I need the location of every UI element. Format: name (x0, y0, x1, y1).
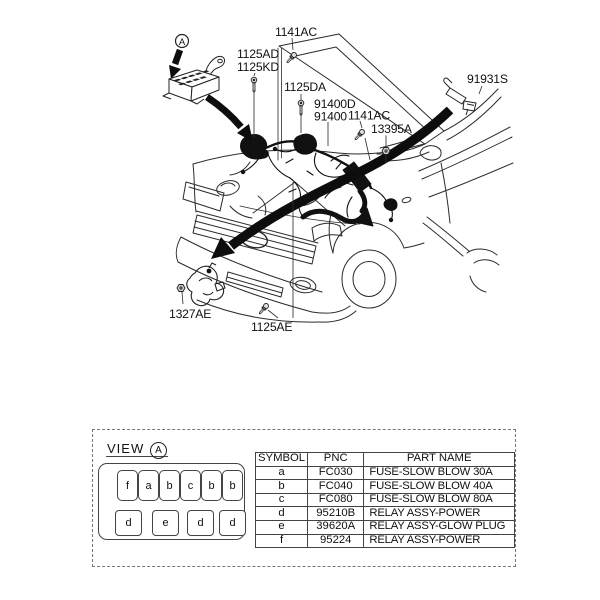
callout-labels: A 1141AC 1125AD 1125KD 1125DA 91400D 914… (169, 25, 508, 334)
symbol-cell: f (254, 533, 309, 549)
symbol-cell: d (254, 506, 309, 521)
fuse-slots (173, 70, 210, 86)
fuse-cell: b (159, 470, 180, 501)
vehicle-diagram: A 1141AC 1125AD 1125KD 1125DA 91400D 914… (162, 25, 514, 334)
bolt-1141ac-top-icon (286, 52, 297, 64)
symbol-cell: c (254, 492, 309, 508)
hood-prop-rod (277, 47, 282, 161)
callout-1125kd: 1125KD (237, 60, 279, 74)
view-title-underline (106, 456, 168, 457)
col-part-name: PART NAME (363, 452, 515, 467)
fasteners (176, 52, 391, 315)
fusebox-bracket-arm (204, 55, 225, 81)
callout-1327ae: 1327AE (169, 307, 211, 321)
bolt-1125da-icon (297, 99, 305, 117)
fuse-cell: a (138, 470, 159, 501)
callout-91931s: 91931S (467, 72, 508, 86)
ref-a-circle (174, 33, 190, 49)
harness-connector-blob (293, 133, 317, 155)
wiring-harness-art (240, 133, 398, 227)
front-wheel (341, 249, 397, 309)
callout-13395a: 13395A (371, 122, 413, 136)
strut-tower (216, 180, 240, 196)
part-name-cell: FUSE-SLOW BLOW 40A (363, 479, 515, 494)
fuse-cell: c (180, 470, 201, 501)
table-row: a FC030 FUSE-SLOW BLOW 30A (254, 465, 515, 481)
part-name-cell: RELAY ASSY-POWER (363, 533, 515, 549)
relay-cell: d (115, 510, 142, 536)
view-title: VIEW (107, 441, 145, 456)
table-row: e 39620A RELAY ASSY-GLOW PLUG (254, 519, 515, 535)
leader-lines (181, 37, 483, 319)
callout-91400d: 91400D (314, 97, 356, 111)
part-name-cell: RELAY ASSY-POWER (363, 506, 515, 521)
table-header-row: SYMBOL PNC PART NAME (254, 452, 515, 467)
callout-1125ae: 1125AE (251, 320, 292, 334)
side-mirror (419, 145, 442, 161)
table-row: c FC080 FUSE-SLOW BLOW 80A (254, 492, 515, 508)
door-handle (401, 196, 412, 204)
nut-1327ae-icon (176, 284, 186, 292)
part-name-cell: FUSE-SLOW BLOW 80A (363, 492, 515, 508)
bumper (180, 236, 323, 293)
pnc-cell: FC030 (307, 465, 365, 481)
fuse-panel-view: f a b c b b d e d d (98, 463, 246, 540)
bracket-part-art (443, 77, 477, 116)
relay-cell: d (187, 510, 214, 536)
ref-a-letter: A (179, 37, 186, 48)
pnc-cell: 39620A (307, 519, 365, 535)
callout-1141ac-top: 1141AC (275, 25, 317, 39)
relay-cell: d (219, 510, 246, 536)
bumper-intake (225, 271, 284, 298)
relay-cell: e (152, 510, 179, 536)
part-name-cell: FUSE-SLOW BLOW 30A (363, 465, 515, 481)
car-body-art (175, 33, 514, 323)
bolt-1125ae-icon (258, 303, 269, 315)
bolt-1141ac-mid-icon (354, 129, 365, 141)
fuse-relay-box-art (162, 55, 225, 105)
pnc-cell: 95210B (307, 506, 365, 521)
part-name-cell: RELAY ASSY-GLOW PLUG (363, 519, 515, 535)
view-a-section: VIEW A f a b c b b d e d d SYMBOL PNC PA… (92, 429, 516, 567)
view-ref-a-letter: A (155, 445, 162, 456)
fuse-cell: b (201, 470, 222, 501)
callout-1125da: 1125DA (284, 80, 327, 94)
right-headlamp (311, 222, 343, 242)
symbol-cell: e (254, 519, 309, 535)
table-row: d 95210B RELAY ASSY-POWER (254, 506, 515, 521)
rear-wheel (469, 259, 500, 293)
fuse-cell: b (222, 470, 243, 501)
harness-connector-blob (240, 134, 269, 160)
harness-arrow (354, 207, 374, 227)
pnc-cell: 95224 (307, 533, 365, 549)
pointer-arrows (169, 48, 454, 259)
fusebox-location-arrow (205, 94, 244, 130)
nut-13395a-icon (381, 147, 391, 155)
fog-lamp (289, 276, 317, 294)
table-row: b FC040 FUSE-SLOW BLOW 40A (254, 479, 515, 494)
table-row: f 95224 RELAY ASSY-POWER (254, 533, 515, 549)
grille (192, 214, 317, 265)
parts-table: SYMBOL PNC PART NAME a FC030 FUSE-SLOW B… (254, 452, 515, 549)
symbol-cell: b (254, 479, 309, 494)
large-swoosh-arrow (228, 106, 454, 250)
col-symbol: SYMBOL (254, 452, 309, 467)
callout-91400: 91400 (314, 110, 347, 124)
callout-1141ac-mid: 1141AC (348, 109, 390, 123)
pnc-cell: FC080 (307, 492, 365, 508)
front-wheel-arch (332, 221, 405, 254)
symbol-cell: a (254, 465, 309, 481)
pnc-cell: FC040 (307, 479, 365, 494)
callout-1125ad: 1125AD (237, 47, 279, 61)
horn-part-art (186, 262, 226, 307)
fuse-cell: f (117, 470, 138, 501)
bolt-1125ad-icon (250, 76, 258, 94)
view-ref-a-circle: A (150, 442, 167, 459)
col-pnc: PNC (307, 452, 365, 467)
view-a-arrow (171, 48, 184, 66)
